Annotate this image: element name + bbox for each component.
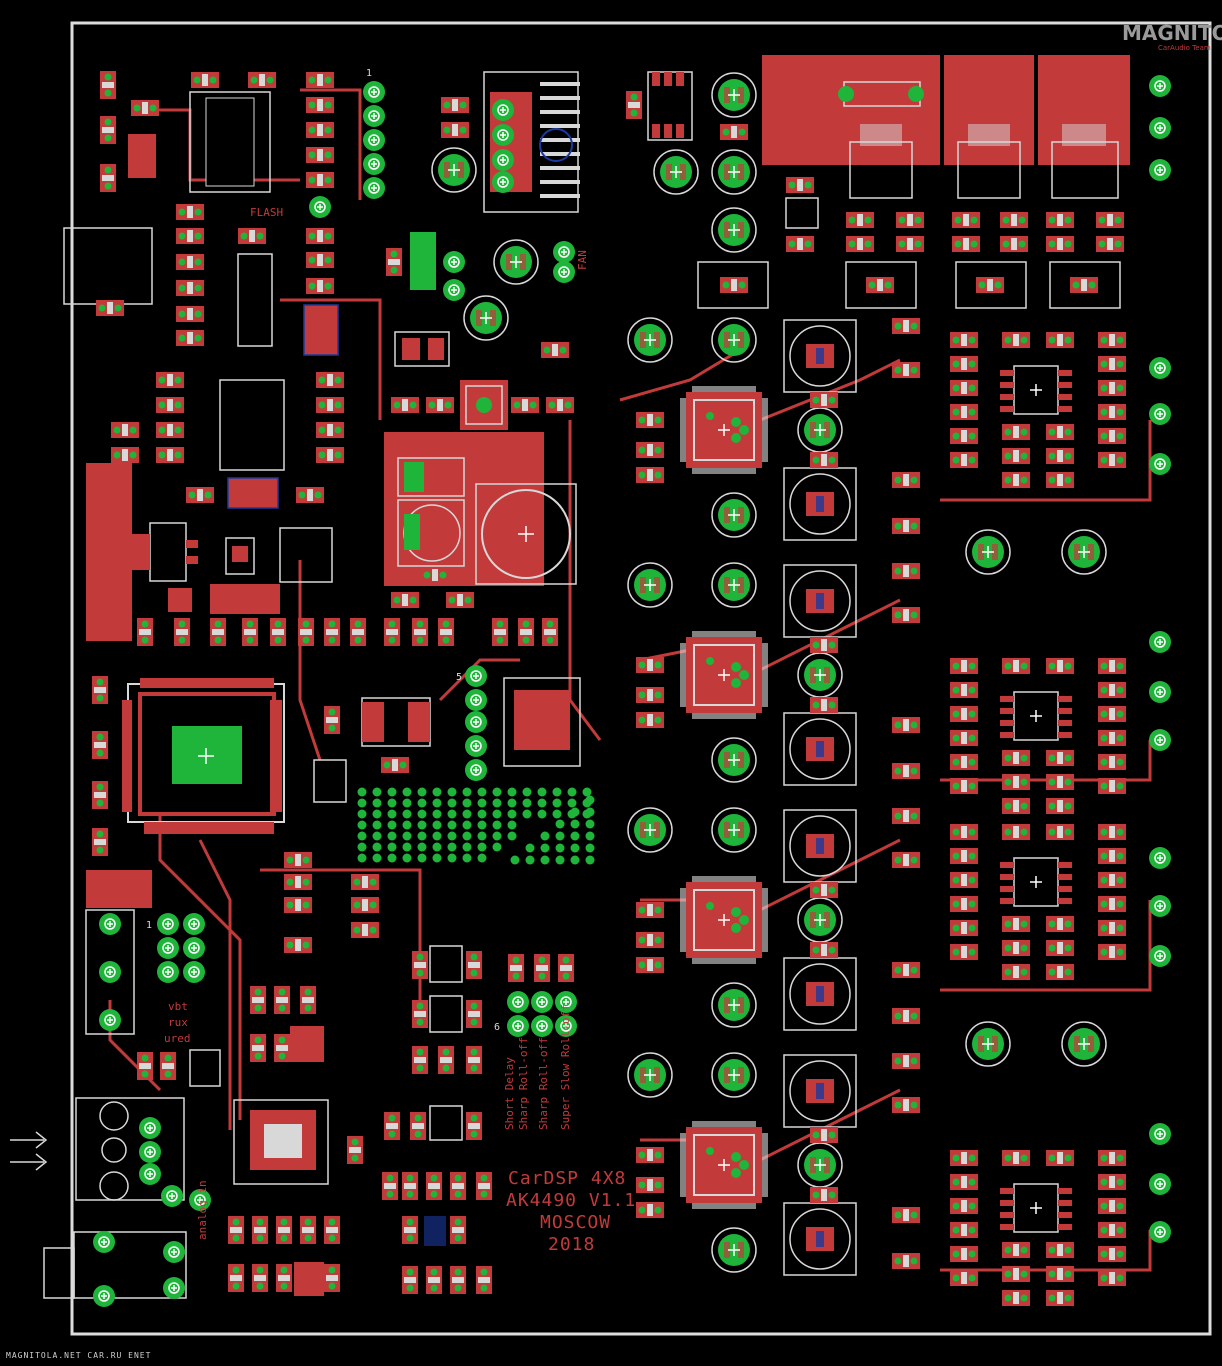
flash-label: FLASH	[250, 206, 283, 219]
board-title-line-2: AK4490 V1.1	[506, 1190, 636, 1211]
rux-label: rux	[168, 1016, 188, 1029]
jumper-label-2: Sharp Roll-off	[517, 1037, 530, 1130]
heatsink-regulator	[431, 71, 580, 213]
analog-in-label: analog in	[196, 1180, 209, 1240]
board-title-line-4: 2018	[548, 1234, 595, 1255]
jumper-block	[382, 945, 578, 1294]
logo-text: MAGNITOLA	[1122, 21, 1222, 45]
footer-text: MAGNITOLA.NET CAR.RU ENET	[6, 1351, 152, 1360]
output-pads	[1148, 356, 1172, 1244]
copper-traces	[108, 88, 1152, 1272]
dac-channels	[627, 317, 920, 1276]
jumper-label-4: Super Slow Roll-off	[559, 1004, 572, 1130]
top-left-components	[63, 71, 344, 509]
fan-label: FAN	[576, 250, 589, 270]
board-title-line-1: CarDSP 4X8	[508, 1168, 626, 1189]
board-title-line-3: MOSCOW	[540, 1212, 611, 1233]
resistor-row	[137, 618, 558, 646]
header-mid	[464, 664, 581, 782]
vbt-label: vbt	[168, 1000, 188, 1013]
dsp-main-chip	[92, 676, 431, 856]
header-num-3: 6	[494, 1022, 500, 1033]
top-right-regulators	[626, 71, 1172, 309]
header-num-2: 5	[456, 672, 462, 683]
via-grid	[357, 787, 595, 865]
fan-regulator-block	[386, 232, 576, 430]
jumper-label-3: Sharp Roll-off	[537, 1037, 550, 1130]
jumper-label-1: Short Delay	[503, 1057, 516, 1130]
power-supply	[132, 457, 577, 614]
header-num-1: 1	[366, 68, 372, 79]
ured-label: ured	[164, 1032, 191, 1045]
input-arrows	[10, 1131, 48, 1171]
opamp-output-sections	[950, 332, 1126, 1306]
mid-caps	[965, 529, 1107, 1067]
header-num-4: 1	[146, 920, 152, 931]
left-bottom-section	[43, 852, 379, 1308]
logo-subtext: CarAudio Team	[1158, 44, 1211, 52]
board-outline	[70, 21, 1212, 1336]
